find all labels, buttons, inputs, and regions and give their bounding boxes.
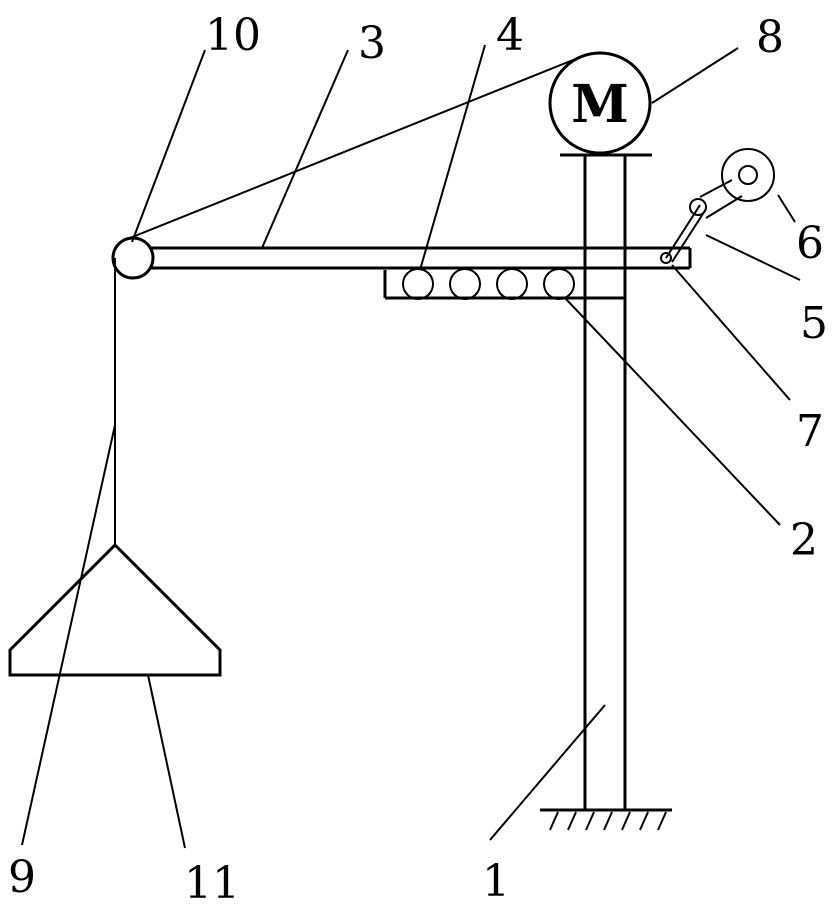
label-7: 7 bbox=[796, 406, 824, 457]
leader-lines bbox=[21, 44, 801, 849]
pulley bbox=[111, 236, 155, 280]
motor: M bbox=[548, 51, 652, 155]
motor-symbol: M bbox=[571, 74, 629, 135]
crank-mechanism bbox=[665, 148, 775, 263]
roller bbox=[402, 268, 434, 300]
roller-guide bbox=[383, 268, 625, 300]
ground-base bbox=[540, 808, 672, 831]
load-carrier bbox=[8, 542, 222, 677]
boom-arm bbox=[140, 246, 692, 270]
label-4: 4 bbox=[496, 10, 524, 61]
boom-pin bbox=[660, 252, 672, 264]
roller bbox=[543, 268, 575, 300]
label-1: 1 bbox=[482, 856, 510, 907]
roller bbox=[496, 268, 528, 300]
label-2: 2 bbox=[790, 515, 818, 566]
roller bbox=[449, 268, 481, 300]
label-10: 10 bbox=[205, 10, 261, 61]
label-11: 11 bbox=[184, 858, 240, 909]
label-9: 9 bbox=[8, 852, 36, 903]
label-3: 3 bbox=[358, 18, 386, 69]
cable-to-motor bbox=[124, 57, 579, 241]
label-5: 5 bbox=[800, 298, 828, 349]
column bbox=[583, 155, 627, 810]
label-8: 8 bbox=[756, 12, 784, 63]
label-6: 6 bbox=[796, 218, 824, 269]
